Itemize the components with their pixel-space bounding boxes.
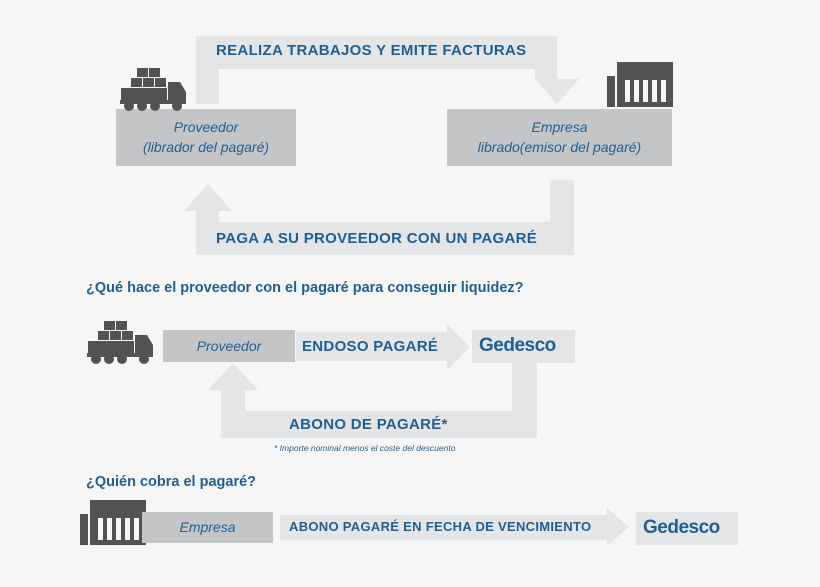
vencimiento-arrow-shape <box>280 508 629 546</box>
gedesco-box-2 <box>472 330 575 363</box>
proveedor-label: Proveedor (librador del pagaré) <box>116 117 296 157</box>
gedesco-logo-3: Gedesco <box>643 517 720 538</box>
bottom-arrow-shape <box>184 180 574 255</box>
factory-icon <box>607 62 673 107</box>
question-liquidez: ¿Qué hace el proveedor con el pagaré par… <box>86 280 524 296</box>
top-arrow-shape <box>196 36 579 104</box>
empresa-box-3 <box>142 512 273 543</box>
gedesco-box-3 <box>636 512 738 545</box>
empresa-label: Empresa librado(emisor del pagaré) <box>447 117 672 157</box>
empresa-title: Empresa <box>531 119 588 135</box>
gedesco-logo-2: Gedesco <box>479 335 556 356</box>
arrow-label-endoso: ENDOSO PAGARÉ <box>302 338 439 355</box>
abono-return-arrow-shape <box>208 363 537 438</box>
factory-icon <box>80 500 146 545</box>
truck-icon <box>87 321 153 364</box>
arrow-label-realiza: REALIZA TRABAJOS Y EMITE FACTURAS <box>216 42 527 59</box>
proveedor-title: Proveedor <box>173 119 239 135</box>
arrow-label-abono: ABONO DE PAGARÉ* <box>289 416 448 433</box>
footnote: * Importe nominal menos el coste del des… <box>274 443 456 453</box>
proveedor-box-2 <box>163 330 295 362</box>
proveedor-subtitle: (librador del pagaré) <box>142 139 270 155</box>
empresa-subtitle: librado(emisor del pagaré) <box>477 139 642 155</box>
proveedor-box <box>116 109 296 166</box>
empresa-box <box>447 109 672 166</box>
question-cobra: ¿Quién cobra el pagaré? <box>86 474 257 490</box>
truck-icon <box>120 68 186 111</box>
endoso-arrow-shape <box>296 324 470 370</box>
proveedor-label-2: Proveedor <box>196 338 262 354</box>
arrow-label-vencimiento: ABONO PAGARÉ EN FECHA DE VENCIMIENTO <box>289 519 592 534</box>
empresa-label-3: Empresa <box>179 519 236 535</box>
arrow-label-paga: PAGA A SU PROVEEDOR CON UN PAGARÉ <box>216 230 538 247</box>
